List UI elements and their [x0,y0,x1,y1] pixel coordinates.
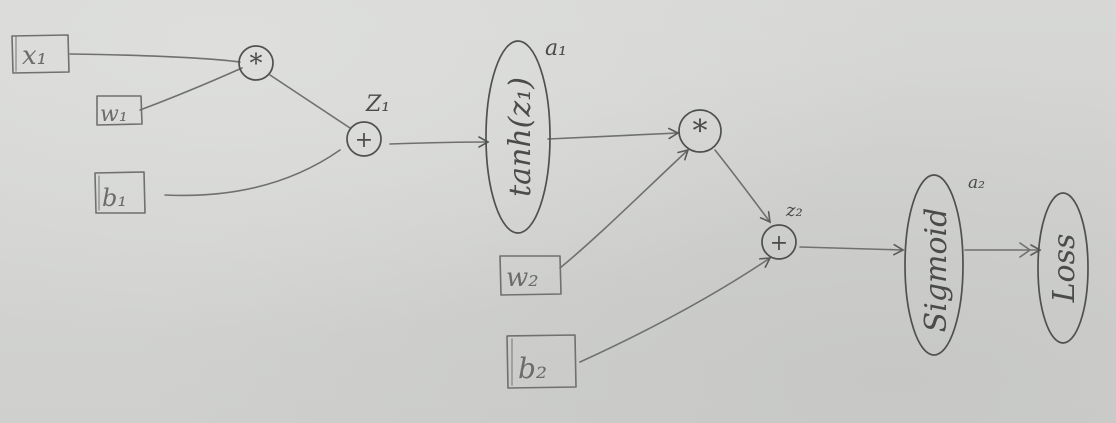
edge-tanh-mul2 [547,127,680,140]
multiply-node-2: * [678,109,722,153]
input-b1-box: b₁ [94,171,146,214]
input-w1-box: w₁ [96,95,143,127]
input-b2-box: b₂ [506,334,577,389]
input-x1-label: x₁ [22,41,47,71]
edge-add1-tanh [389,136,490,148]
edge-mul1-add1 [269,74,351,129]
add-node-1-symbol: + [355,128,373,153]
edge-mul2-add2 [714,149,771,224]
edge-sigmoid-loss-extra-head [1019,242,1031,258]
input-w2-box: w₂ [499,255,562,296]
label-z2: z₂ [785,200,803,221]
tanh-node: tanh(z₁) [485,40,551,234]
add-node-2-symbol: + [770,231,788,256]
label-a2: a₂ [968,173,985,193]
multiply-node-1-symbol: * [250,49,263,79]
input-w2-label: w₂ [506,263,539,293]
tanh-node-label: tanh(z₁) [503,77,538,197]
multiply-node-2-symbol: * [693,114,708,149]
edge-b1-add1 [164,149,341,197]
loss-node: Loss [1037,192,1089,344]
edge-x1-mul1 [69,53,241,63]
edge-b2-add2 [579,257,772,363]
loss-node-label: Loss [1047,234,1082,304]
sigmoid-node-label: Sigmoid [919,208,954,333]
add-node-1: + [346,121,382,157]
edge-add2-sigmoid [799,243,905,256]
label-a1: a₁ [545,36,567,61]
input-b2-label: b₂ [518,352,547,385]
label-z1: Z₁ [365,92,390,117]
multiply-node-1: * [238,45,274,81]
input-x1-box: x₁ [11,34,70,74]
edge-w1-mul1 [139,67,243,111]
add-node-2: + [761,224,797,260]
sigmoid-node: Sigmoid [904,174,964,356]
input-b1-label: b₁ [102,184,127,212]
input-w1-label: w₁ [100,102,128,127]
edge-w2-mul2 [559,148,690,269]
